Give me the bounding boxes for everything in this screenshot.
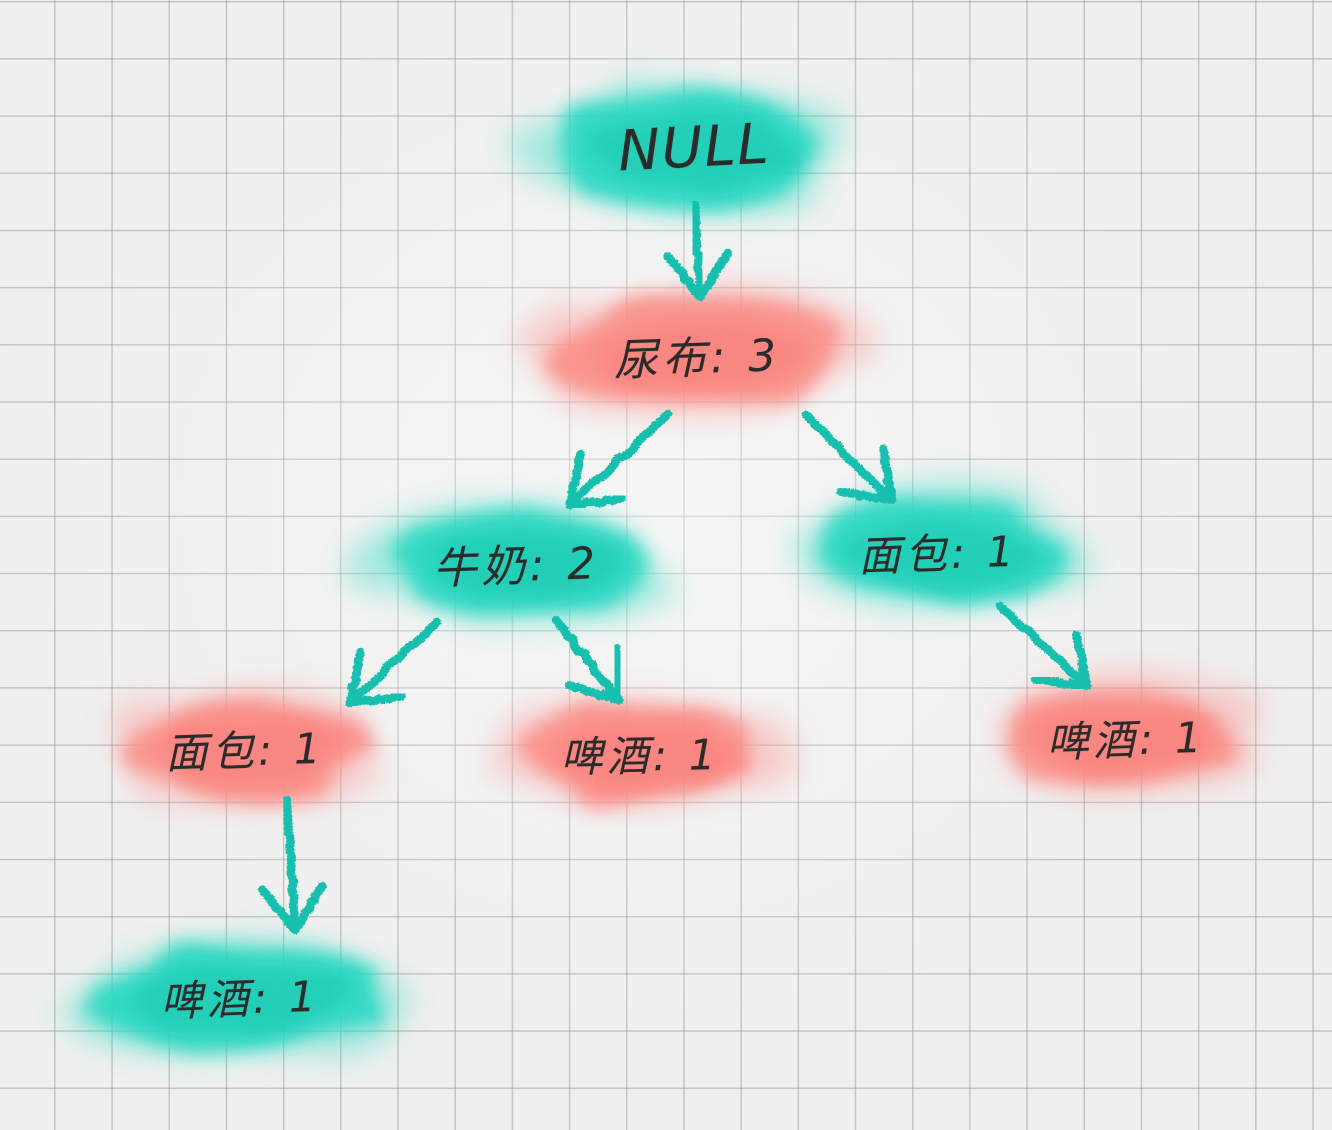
node-label-beer-1-bottom: 啤酒: 1 (159, 971, 321, 1027)
node-root[interactable] (510, 79, 843, 216)
edge-bread-to-beer-bottom (257, 795, 327, 935)
node-core (586, 111, 805, 195)
arrow-head-icon (1031, 675, 1092, 691)
arrow-head-icon (564, 681, 624, 705)
node-label-diaper-3: 尿布: 3 (612, 330, 782, 387)
node-label-beer-1-mid: 啤酒: 1 (560, 730, 721, 782)
node-diaper-3[interactable] (516, 282, 879, 418)
arrow-head-icon (663, 252, 705, 302)
arrow-head-icon (878, 444, 897, 505)
node-core (841, 520, 1040, 596)
node-label-bread-1-right: 面包: 1 (857, 526, 1019, 582)
edge-diaper-to-bread (801, 410, 897, 505)
node-core (1028, 706, 1217, 780)
edge-bread-to-beer-right (995, 601, 1092, 691)
edge-shaft (345, 617, 442, 708)
arrow-head-icon (345, 692, 406, 708)
node-bread-1-left[interactable] (112, 686, 381, 806)
node-label-bread-1-left: 面包: 1 (164, 723, 326, 779)
node-milk-2[interactable] (344, 501, 676, 623)
edge-diaper-to-milk (565, 409, 673, 510)
node-beer-1-right[interactable] (997, 670, 1271, 795)
node-bread-1-right[interactable] (792, 480, 1091, 610)
node-label-root: NULL (616, 111, 772, 185)
arrow-head-icon (836, 487, 897, 505)
arrow-head-icon (611, 643, 624, 705)
arrow-head-icon (1072, 630, 1092, 691)
edge-shaft (801, 410, 897, 505)
node-core (595, 319, 808, 391)
edge-shaft (995, 601, 1092, 691)
edge-root-to-diaper (663, 200, 733, 302)
edge-shaft (551, 615, 624, 705)
arrow-head-icon (565, 494, 626, 510)
node-beer-1-mid[interactable] (486, 699, 795, 810)
arrow-head-icon (565, 449, 585, 510)
edge-milk-to-bread (345, 617, 442, 708)
edge-shaft (565, 409, 673, 510)
node-label-beer-1-right: 啤酒: 1 (1045, 712, 1207, 768)
node-label-milk-2: 牛奶: 2 (431, 538, 601, 595)
arrow-head-icon (695, 248, 733, 302)
arrow-head-icon (290, 881, 327, 935)
node-core (431, 529, 622, 603)
arrow-head-icon (345, 647, 365, 708)
node-core (132, 963, 356, 1037)
node-core (553, 723, 754, 794)
edge-milk-to-beer (551, 615, 624, 705)
arrow-head-icon (257, 885, 300, 935)
node-beer-1-bottom[interactable] (58, 936, 411, 1057)
edge-shaft (282, 795, 300, 935)
edge-shaft (690, 200, 705, 302)
node-core (161, 716, 347, 787)
